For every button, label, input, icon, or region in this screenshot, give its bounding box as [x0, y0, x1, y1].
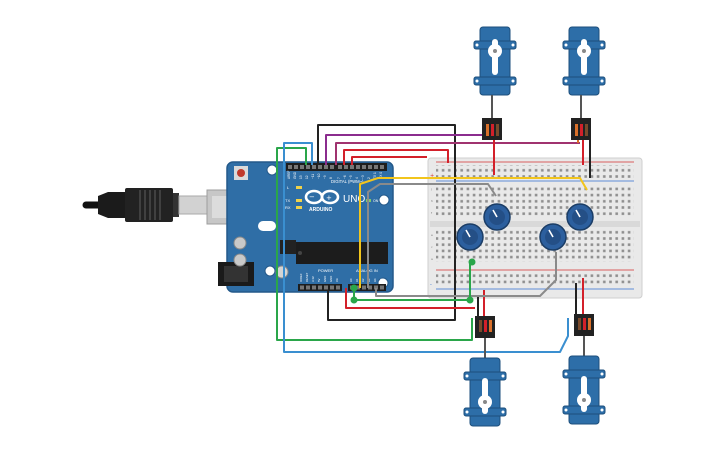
wire-blue[interactable]: [283, 142, 569, 353]
servo-icon[interactable]: [463, 357, 507, 427]
pin-label: A2: [361, 278, 365, 282]
servo-connector[interactable]: [571, 95, 591, 140]
row-letter: h: [431, 199, 433, 203]
pin-label: 3.3V: [311, 276, 315, 282]
rail-minus-sign: -: [430, 282, 432, 288]
row-letter: f: [431, 211, 433, 215]
wire-green-1[interactable]: [276, 147, 473, 341]
wire-yellow[interactable]: [359, 177, 588, 288]
row-letter: j: [430, 187, 432, 191]
arduino-uno-board[interactable]: DIGITAL (PWM~) AREF GND 13 12 ~11 ~10 ~9…: [218, 161, 394, 293]
digital-header-label: DIGITAL (PWM~): [331, 179, 364, 184]
usb-plug-icon: [98, 192, 125, 218]
pin-label: 7: [337, 177, 341, 179]
pin-label: 8: [329, 177, 333, 179]
arduino-brand-label: ARDUINO: [309, 207, 332, 213]
pin-label: TX 1: [373, 172, 377, 179]
wire-magenta[interactable]: [335, 142, 580, 165]
servo-icon[interactable]: [562, 355, 606, 425]
pin-label: 5V: [317, 278, 321, 282]
wire-red-top-2[interactable]: [351, 156, 427, 165]
servo-icon[interactable]: [473, 26, 517, 96]
pin-label: A4: [373, 278, 377, 282]
pin-label: A1: [355, 278, 359, 282]
row-letter: e: [431, 233, 433, 237]
wire-red-bottom[interactable]: [345, 288, 475, 309]
tx-led-label: TX: [285, 198, 290, 203]
pin-label: Vin: [335, 278, 339, 282]
svg-text:+: +: [326, 194, 332, 202]
pin-label: ~11: [311, 174, 315, 179]
servo-connector[interactable]: [482, 95, 502, 140]
pin-label: 4: [355, 177, 359, 179]
servo-connector[interactable]: [475, 316, 495, 358]
pin-label: GND: [323, 276, 327, 282]
power-header-label: POWER: [318, 268, 333, 273]
pin-label: ~9: [323, 175, 327, 179]
row-letter: c: [431, 245, 433, 249]
arduino-infinity-logo-icon: − +: [304, 189, 340, 205]
pin-label: ~6: [343, 175, 347, 179]
row-letter: a: [431, 257, 433, 261]
rx-led-label: RX: [285, 205, 291, 210]
pin-label: GND: [329, 276, 333, 282]
wires: [276, 124, 591, 353]
pin-label: GND: [293, 171, 297, 179]
pin-label: RX 0: [379, 172, 383, 179]
wire-red-top[interactable]: [343, 149, 449, 165]
analog-header-label: ANALOG IN: [356, 268, 378, 273]
pin-label: 2: [367, 177, 371, 179]
potentiometer-icon[interactable]: [483, 203, 511, 231]
rail-plus-sign: +: [430, 173, 434, 179]
servo-icon[interactable]: [562, 26, 606, 96]
potentiometer-icon[interactable]: [566, 203, 594, 231]
pin-label: A0: [349, 278, 353, 282]
svg-text:−: −: [309, 193, 315, 201]
wire-gray-2[interactable]: [375, 252, 557, 297]
atmega-chip: [296, 242, 388, 264]
pin-label: AREF: [287, 170, 291, 179]
wire-black-loop[interactable]: [317, 124, 456, 321]
pin-label: RESET: [305, 272, 309, 282]
servo-connector[interactable]: [574, 314, 594, 356]
pin-label: A5: [379, 278, 383, 282]
wire-junctions: [350, 258, 476, 304]
uno-model-label: UNO: [343, 194, 365, 205]
pin-label: ~3: [361, 175, 365, 179]
wire-purple[interactable]: [325, 134, 488, 165]
pin-label: IOREF: [299, 273, 303, 282]
l-led-label: L: [287, 185, 290, 190]
on-led-label: ON: [373, 199, 379, 203]
wire-gray-1[interactable]: [367, 183, 497, 288]
pin-label: 12: [305, 175, 309, 179]
potentiometer-icon[interactable]: [456, 223, 484, 251]
pin-label: ~10: [317, 173, 321, 179]
potentiometer-icon[interactable]: [539, 223, 567, 251]
pin-label: 13: [299, 175, 303, 179]
pin-label: ~5: [349, 175, 353, 179]
digital-header[interactable]: [286, 163, 387, 171]
